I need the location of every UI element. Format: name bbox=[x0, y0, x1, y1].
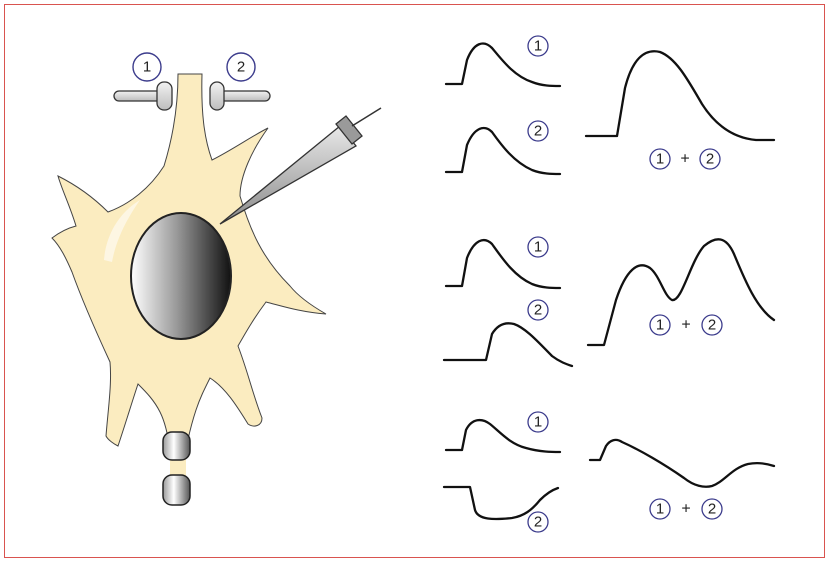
svg-text:+: + bbox=[681, 501, 690, 518]
svg-text:2: 2 bbox=[237, 59, 245, 76]
row3-ipsp-2: 2 bbox=[444, 487, 558, 532]
terminal-label-2: 2 bbox=[227, 53, 255, 81]
neuron bbox=[52, 74, 326, 505]
row2-sum-label: 1 + 2 bbox=[650, 315, 722, 335]
svg-text:1: 1 bbox=[534, 414, 542, 431]
row1-summed-trace bbox=[586, 51, 774, 140]
axon-node-upper bbox=[163, 432, 190, 460]
row3-epsp-1: 1 bbox=[446, 412, 560, 452]
svg-text:2: 2 bbox=[534, 123, 542, 140]
svg-text:1: 1 bbox=[534, 239, 542, 256]
svg-text:1: 1 bbox=[534, 38, 542, 55]
svg-text:2: 2 bbox=[534, 514, 542, 531]
svg-text:2: 2 bbox=[708, 317, 716, 334]
presynaptic-terminal-2 bbox=[210, 82, 270, 110]
row1-sum-label: 1 + 2 bbox=[650, 149, 720, 169]
svg-text:2: 2 bbox=[706, 151, 714, 168]
axon-node-lower bbox=[163, 475, 190, 505]
row2-epsp-2: 2 bbox=[444, 300, 572, 366]
row1-epsp-1: 1 bbox=[446, 36, 560, 86]
nucleus bbox=[131, 213, 231, 339]
row2-epsp-1: 1 bbox=[446, 237, 560, 288]
svg-text:+: + bbox=[681, 317, 690, 334]
row3-sum-label: 1 + 2 bbox=[650, 499, 722, 519]
svg-text:2: 2 bbox=[534, 302, 542, 319]
svg-text:1: 1 bbox=[143, 59, 151, 76]
row3-summed-trace bbox=[590, 440, 774, 487]
terminal-label-1: 1 bbox=[133, 53, 161, 81]
row1-epsp-2: 2 bbox=[446, 121, 560, 174]
presynaptic-terminal-1 bbox=[114, 82, 172, 110]
svg-text:1: 1 bbox=[656, 317, 664, 334]
svg-text:1: 1 bbox=[656, 151, 664, 168]
svg-text:2: 2 bbox=[708, 501, 716, 518]
svg-text:1: 1 bbox=[656, 501, 664, 518]
svg-text:+: + bbox=[680, 151, 689, 168]
